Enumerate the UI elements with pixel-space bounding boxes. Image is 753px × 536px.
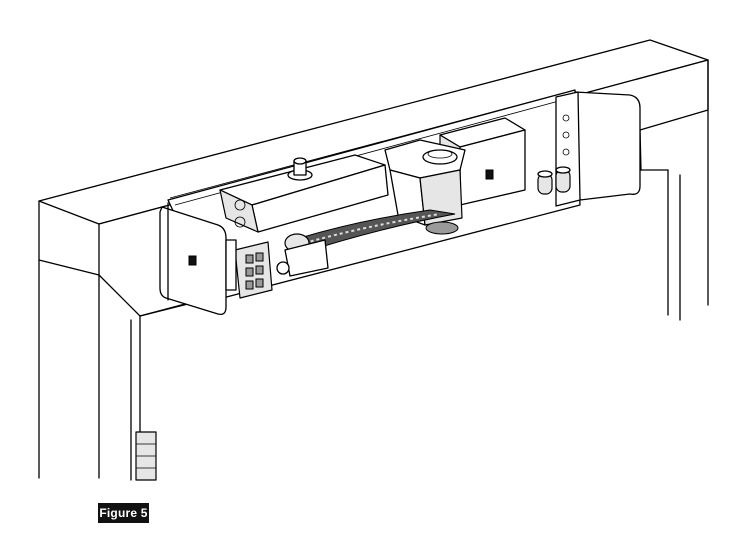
gearbox-cap-inner (427, 149, 453, 159)
end-cap-plate (574, 91, 641, 201)
terminal-block (234, 241, 273, 299)
jamb-joint (38, 259, 100, 276)
terminal-screw (245, 254, 254, 264)
board-terminal (562, 148, 570, 156)
capacitor-top (555, 166, 571, 174)
gearbox-cap (422, 149, 458, 165)
end-cap-edge (225, 239, 237, 291)
closer-body (219, 154, 389, 233)
board-terminal (562, 114, 570, 122)
closer-valve-top (293, 157, 307, 165)
board-terminal (562, 131, 570, 139)
figure-caption: Figure 5 (98, 503, 149, 523)
transformer-label (485, 169, 494, 180)
closer-port (234, 199, 246, 211)
chain-links (304, 213, 441, 244)
right-end-cap (537, 91, 641, 207)
output-shaft-hub (425, 221, 459, 235)
end-cap-label (188, 255, 197, 266)
terminal-screw (245, 267, 254, 277)
closer-port (234, 216, 246, 228)
arm-bolt (276, 261, 290, 275)
chain-link-band (299, 209, 456, 253)
terminal-screw (255, 252, 264, 262)
left-end-cap (159, 202, 237, 315)
terminal-screw (255, 278, 264, 288)
terminal-screw (245, 280, 254, 290)
terminal-screw (255, 265, 264, 275)
door-hinge (135, 431, 157, 481)
capacitor-top (537, 170, 553, 178)
drive-chain (276, 209, 456, 277)
